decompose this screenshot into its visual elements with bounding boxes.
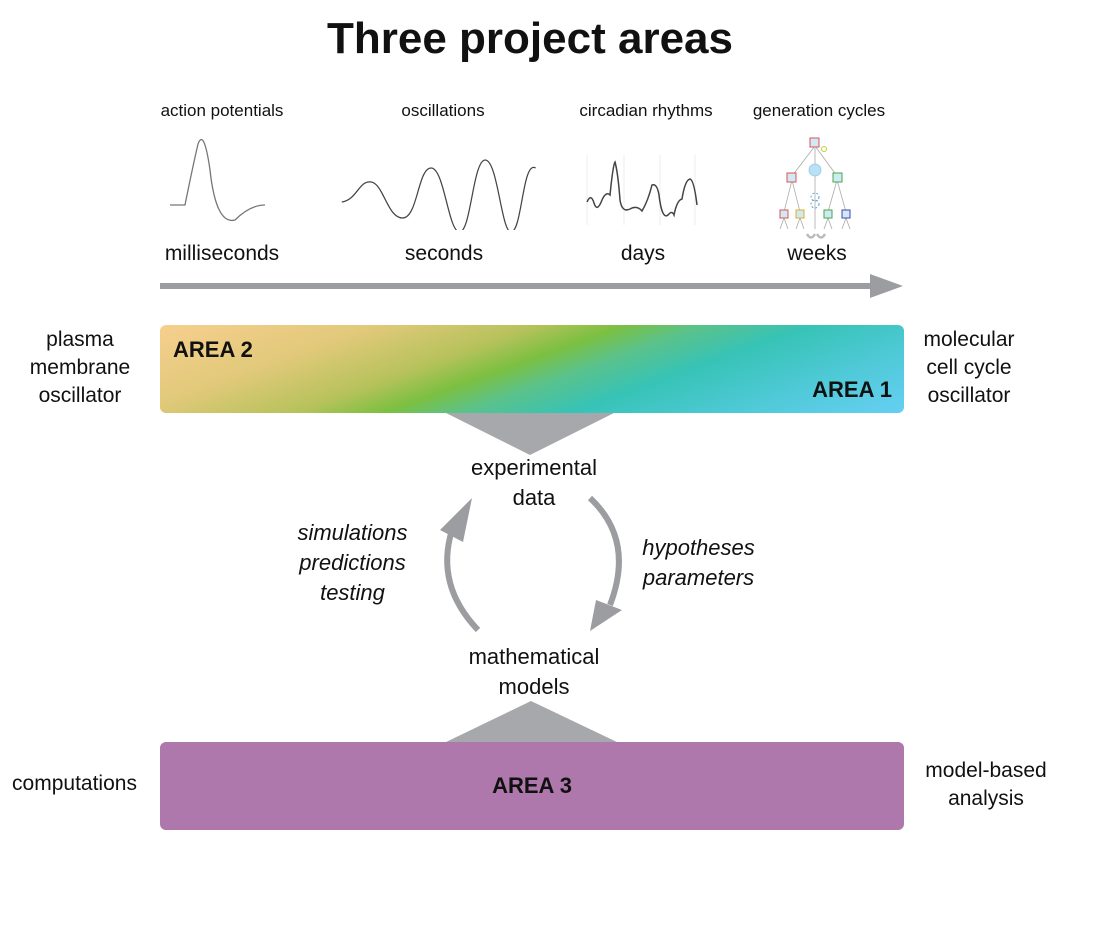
model-based-analysis-label: model-based analysis <box>912 757 1060 813</box>
generation-cycles-lineage-icon <box>779 137 851 239</box>
area-1-label: AREA 1 <box>812 377 892 402</box>
timeline-scale-seconds: seconds <box>404 242 484 265</box>
side-label-line: molecular <box>923 328 1015 351</box>
side-label-line: plasma <box>46 328 114 351</box>
area-3-label: AREA 3 <box>492 773 572 798</box>
side-label-line: model-based <box>925 759 1047 782</box>
timeline-scale-weeks: weeks <box>787 242 847 265</box>
bottom-connector-triangle <box>444 701 619 743</box>
timeline-arrow-icon <box>160 274 903 298</box>
experimental-data-node: experimental data <box>424 453 644 513</box>
side-label-line: oscillator <box>38 384 122 407</box>
node-line: experimental <box>471 455 597 480</box>
label-line: predictions <box>299 550 406 575</box>
node-line: mathematical <box>468 644 600 669</box>
timeline-scale-milliseconds: milliseconds <box>164 242 280 265</box>
timeline-label-action-potentials: action potentials <box>160 101 284 120</box>
upward-arrow-icon <box>444 529 481 633</box>
label-line: testing <box>320 580 385 605</box>
timeline-scale-days: days <box>620 242 666 265</box>
side-label-line: cell cycle <box>926 356 1012 379</box>
label-line: parameters <box>642 565 755 590</box>
molecular-cell-cycle-oscillator-label: molecular cell cycle oscillator <box>910 326 1028 410</box>
node-line: data <box>512 485 556 510</box>
side-label-line: membrane <box>29 356 131 379</box>
timeline-label-generation-cycles: generation cycles <box>752 101 886 120</box>
area-2-label: AREA 2 <box>173 337 253 362</box>
area-1-2-bar: AREA 2 AREA 1 <box>160 325 904 413</box>
plasma-membrane-oscillator-label: plasma membrane oscillator <box>20 326 140 410</box>
timeline-label-circadian-rhythms: circadian rhythms <box>579 101 713 120</box>
computations-label: computations <box>12 772 137 795</box>
simulations-predictions-testing-label: simulations predictions testing <box>270 518 435 608</box>
side-label-line: oscillator <box>927 384 1011 407</box>
diagram-title: Three project areas <box>327 14 733 63</box>
oscillation-trace-icon <box>341 159 536 230</box>
top-connector-triangle <box>440 410 620 455</box>
label-line: simulations <box>297 520 408 545</box>
mathematical-models-node: mathematical models <box>424 642 644 702</box>
label-line: hypotheses <box>642 535 755 560</box>
side-label-line: analysis <box>948 787 1024 810</box>
action-potential-trace-icon <box>170 138 266 222</box>
circadian-rhythm-trace-icon <box>586 155 698 225</box>
area-3-bar: AREA 3 <box>160 742 904 830</box>
hypotheses-parameters-label: hypotheses parameters <box>626 533 771 593</box>
cycle-arrows <box>440 495 622 633</box>
node-line: models <box>498 674 570 699</box>
timeline-label-oscillations: oscillations <box>401 101 485 120</box>
downward-arrow-icon <box>587 495 622 607</box>
